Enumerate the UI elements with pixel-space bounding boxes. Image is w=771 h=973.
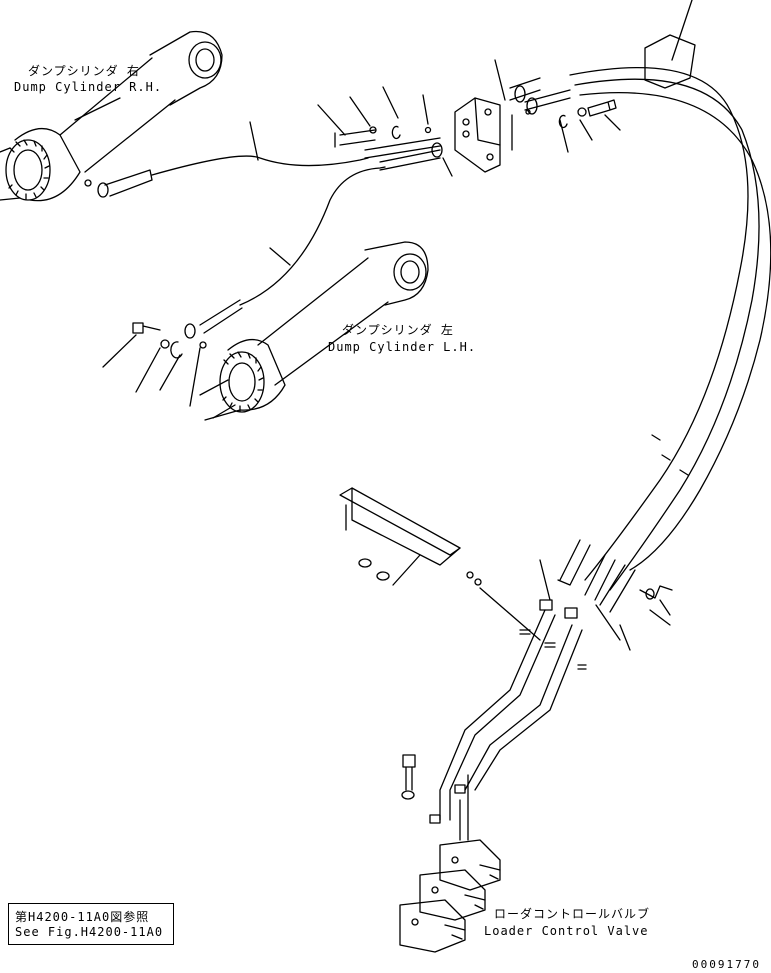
figure-reference-jp: 第H4200-11A0図参照 (15, 910, 150, 924)
dump-cylinder-lh-jp-label: ダンプシリンダ 左 (342, 323, 454, 337)
dump-cylinder-rh (0, 30, 223, 202)
figure-reference-en: See Fig.H4200-11A0 (15, 925, 164, 939)
cylinder-hoses (84, 121, 386, 419)
document-number: 00091770 (692, 958, 761, 971)
dump-cylinder-rh-en-label: Dump Cylinder R.H. (14, 80, 163, 94)
main-hoses (539, 0, 771, 651)
steel-tubes (401, 599, 587, 841)
loader-valve-en-label: Loader Control Valve (484, 924, 649, 938)
hose-bracket (339, 487, 541, 641)
figure-reference-box: 第H4200-11A0図参照 See Fig.H4200-11A0 (8, 903, 174, 945)
manifold-block (317, 59, 621, 177)
dump-cylinder-lh-en-label: Dump Cylinder L.H. (328, 340, 477, 354)
loader-valve-jp-label: ローダコントロールバルブ (494, 907, 651, 921)
loader-control-valve (399, 839, 501, 953)
dump-cylinder-lh (199, 241, 429, 421)
dump-cylinder-rh-jp-label: ダンプシリンダ 右 (28, 64, 140, 78)
label-leaders (639, 585, 673, 626)
